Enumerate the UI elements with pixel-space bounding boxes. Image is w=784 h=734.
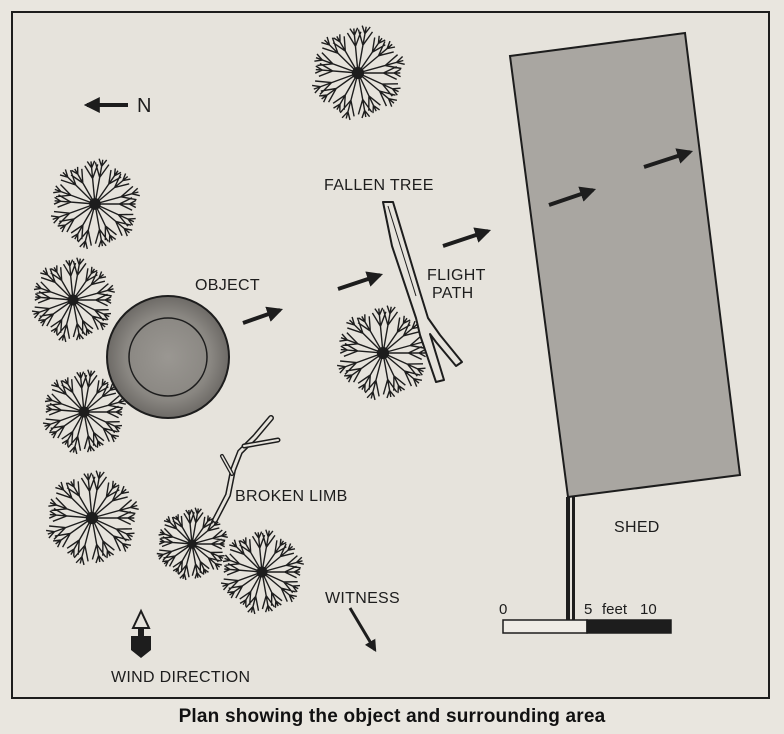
tree xyxy=(50,158,140,250)
scale-label-units: feet xyxy=(602,601,628,618)
tree-trunk xyxy=(187,539,197,549)
broken-limb xyxy=(212,415,281,523)
fallen-tree-label: FALLEN TREE xyxy=(324,177,434,194)
scale-label-0: 0 xyxy=(499,601,507,618)
tree-branches xyxy=(31,257,115,343)
fallen-tree xyxy=(382,201,463,383)
tree-trunk xyxy=(78,406,90,418)
flight-arrow xyxy=(337,271,384,291)
scale-label-5: 5 xyxy=(584,601,592,618)
tree-trunk xyxy=(67,294,79,306)
tree-group xyxy=(31,25,430,615)
object-disc xyxy=(106,295,230,419)
tree-branches xyxy=(50,158,140,250)
tree-trunk xyxy=(85,511,99,525)
flight-arrow xyxy=(548,186,597,207)
tree-branches xyxy=(42,369,126,455)
wind-direction-arrow xyxy=(131,608,151,658)
flight-arrow xyxy=(242,306,284,325)
tree-trunk xyxy=(256,566,268,578)
witness-label: WITNESS xyxy=(325,590,400,607)
tree-branches xyxy=(156,507,228,581)
north-arrow: N xyxy=(83,95,152,117)
wind-direction-label: WIND DIRECTION xyxy=(111,669,250,686)
flight-arrow xyxy=(643,148,694,169)
scale-label-10: 10 xyxy=(640,601,657,618)
broken-limb-label: BROKEN LIMB xyxy=(235,488,348,505)
figure-caption: Plan showing the object and surrounding … xyxy=(178,706,606,727)
witness-arrow xyxy=(348,607,377,653)
tree xyxy=(156,507,228,581)
shed-label: SHED xyxy=(614,519,660,536)
tree-branches xyxy=(336,305,430,401)
tree-trunk xyxy=(351,66,365,80)
object-label: OBJECT xyxy=(195,277,260,294)
flight-path xyxy=(242,148,694,325)
flight-arrow xyxy=(442,227,492,248)
tree xyxy=(311,25,405,121)
scale-bar: 0 5 feet 10 xyxy=(499,601,672,634)
tree xyxy=(42,369,126,455)
path-label: PATH xyxy=(432,285,474,302)
tree xyxy=(45,470,139,566)
flight-label: FLIGHT xyxy=(427,267,486,284)
tree xyxy=(31,257,115,343)
tree xyxy=(336,305,430,401)
tree-branches xyxy=(45,470,139,566)
tree-trunk xyxy=(89,198,101,210)
tree-branches xyxy=(220,529,304,615)
tree xyxy=(220,529,304,615)
tree-trunk xyxy=(376,346,390,360)
tree-branches xyxy=(311,25,405,121)
north-label: N xyxy=(137,95,152,117)
